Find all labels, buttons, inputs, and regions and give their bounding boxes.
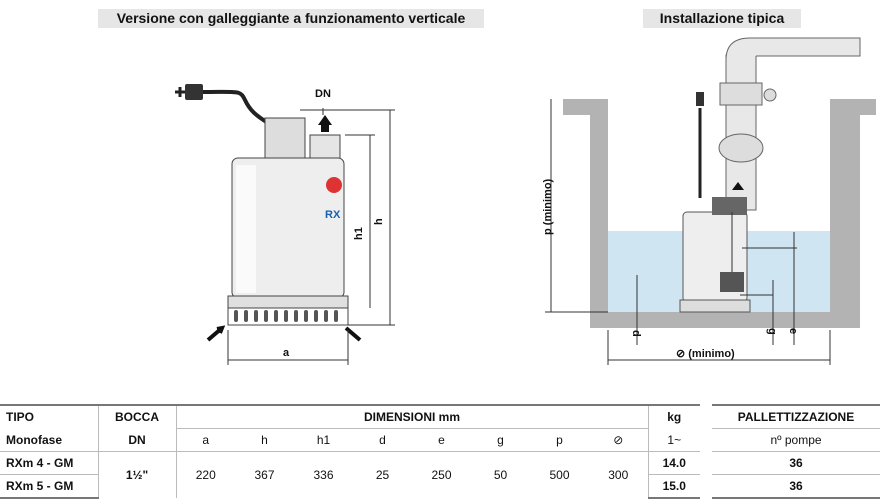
th-n-pompe: nº pompe (712, 428, 880, 452)
dim-a: 220 (195, 468, 216, 482)
label-h: h (373, 218, 385, 225)
th-kg: kg (648, 404, 700, 429)
installation-drawing (563, 37, 876, 328)
th-g: g (471, 428, 530, 452)
th-a: a (176, 428, 235, 452)
th-monofase: Monofase (0, 428, 99, 452)
pallet-value: 36 (712, 474, 880, 499)
label-h1: h1 (353, 227, 365, 240)
dim-e: 250 (431, 468, 452, 482)
dim-h: 367 (254, 468, 275, 482)
weight: 15.0 (648, 474, 700, 499)
bocca-value: 1½" (98, 451, 177, 498)
th-e: e (412, 428, 471, 452)
th-tipo: TIPO (0, 404, 99, 429)
label-d: d (630, 330, 642, 337)
label-e: e (787, 328, 799, 334)
th-diam: ⊘ (589, 428, 649, 452)
th-pallettizzazione: PALLETTIZZAZIONE (712, 404, 880, 429)
pump-drawing: RX (175, 84, 362, 342)
label-g: g (766, 328, 778, 335)
label-p-minimo: p (minimo) (542, 178, 554, 235)
table-row: RXm 5 - GM 15.0 (0, 474, 700, 499)
dim-g: 50 (493, 468, 508, 482)
th-p: p (530, 428, 589, 452)
pallet-table: PALLETTIZZAZIONE nº pompe 36 36 (712, 404, 880, 499)
th-bocca: BOCCA (98, 404, 177, 429)
th-dimensioni: DIMENSIONI mm (176, 404, 649, 429)
dim-d: 25 (375, 468, 390, 482)
dim-diam: 300 (589, 451, 649, 498)
dim-h1: 336 (313, 468, 334, 482)
right-section-title: Installazione tipica (643, 9, 801, 28)
spec-table: TIPO BOCCA DIMENSIONI mm kg Monofase DN … (0, 404, 700, 499)
label-diam-minimo: ⊘ (minimo) (676, 348, 735, 360)
pallet-value: 36 (712, 451, 880, 475)
model-name: RXm 5 - GM (0, 474, 99, 499)
model-name: RXm 4 - GM (0, 451, 99, 475)
diagrams: RX DN h1 h a p (mini (175, 37, 876, 365)
dim-p: 500 (549, 468, 570, 482)
left-section-title: Versione con galleggiante a funzionament… (98, 9, 484, 28)
th-d: d (353, 428, 412, 452)
arrow-icon (206, 325, 226, 342)
dimension-lines (227, 108, 395, 365)
th-h: h (235, 428, 294, 452)
label-dn: DN (315, 88, 331, 100)
weight: 14.0 (648, 451, 700, 475)
th-h1: h1 (294, 428, 353, 452)
svg-text:RX: RX (325, 209, 341, 221)
label-a: a (283, 347, 290, 359)
th-phase: 1~ (648, 428, 700, 452)
th-dn: DN (98, 428, 177, 452)
table-row: RXm 4 - GM 1½" 220 367 336 25 250 50 500… (0, 451, 700, 498)
